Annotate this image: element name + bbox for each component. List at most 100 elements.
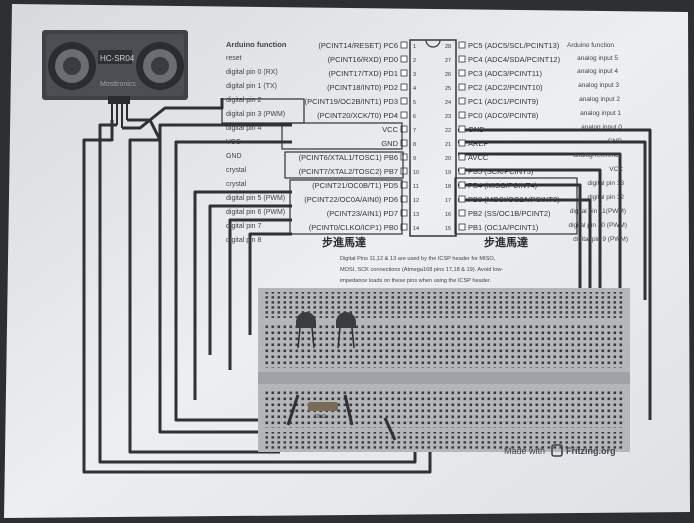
pin-group-boxes	[221, 98, 578, 235]
left-function: digital pin 7	[226, 223, 262, 230]
pin-number: 2	[413, 58, 416, 64]
right-pin: PB3 (MOSI/OC2A/PCINT3)	[468, 195, 560, 204]
resistor-label: 10kΩ	[314, 414, 326, 420]
right-function: digital pin 11(PWM)	[570, 208, 626, 215]
left-pin: (PCINT19/OC2B/INT1) PD3	[305, 97, 398, 106]
right-function: analog reference	[573, 152, 622, 159]
pin-number: 19	[445, 170, 451, 176]
pin-number: 9	[413, 156, 416, 162]
left-pin: (PCINT21/OC0B/T1) PD5	[312, 181, 398, 190]
pin-number: 15	[445, 226, 451, 232]
fritzing-logo-icon	[551, 444, 563, 457]
right-pin: PB2 (SS/OC1B/PCINT2)	[468, 209, 551, 218]
pin-number: 11	[413, 184, 419, 190]
right-function: analog input 5	[577, 55, 618, 62]
right-pin: PC2 (ADC2/PCINT10)	[468, 83, 543, 92]
left-pin: (PCINT22/OC0A/AIN0) PD6	[304, 195, 398, 204]
left-function: reset	[226, 55, 242, 62]
atmega-chip	[409, 39, 457, 237]
right-function: digital pin 12	[588, 194, 625, 201]
right-function: digital pin 9 (PWM)	[573, 236, 628, 243]
pin-number: 13	[413, 212, 419, 218]
left-function-column: Arduino function reset digital pin 0 (RX…	[226, 40, 287, 244]
pin-number: 4	[413, 86, 416, 92]
right-pin: PB4 (MISO/PCINT4)	[468, 181, 538, 190]
ultrasonic-sensor: HC-SR04 Mosttronics	[42, 30, 188, 128]
left-function: digital pin 0 (RX)	[226, 69, 278, 76]
left-function: GND	[226, 153, 242, 160]
pin-number: 12	[413, 198, 419, 204]
fritzing-footer: Made with Fritzing.org	[504, 444, 616, 457]
sensor-brand: Mosttronics	[100, 81, 136, 88]
right-function: digital pin 13	[588, 180, 625, 187]
right-pin: PB5 (SCK/PCINT5)	[468, 167, 534, 176]
stepper-label-right: 步進馬達	[484, 235, 528, 249]
left-function: digital pin 8	[226, 237, 262, 244]
pin-number: 16	[445, 212, 451, 218]
pin-number: 20	[445, 156, 451, 162]
right-pin: PB1 (OC1A/PCINT1)	[468, 223, 539, 232]
right-pin-column: PC5 (ADC5/SCL/PCINT13) PC4 (ADC4/SDA/PCI…	[468, 41, 561, 232]
fritzing-brand: Fritzing.org	[566, 446, 616, 456]
pin-number: 5	[413, 100, 416, 106]
left-pin: (PCINT18/INT0) PD2	[327, 83, 398, 92]
left-function: crystal	[226, 181, 247, 188]
right-pin: PC0 (ADC0/PCINT8)	[468, 111, 539, 120]
pin-number: 6	[413, 114, 416, 120]
right-pin: GND	[468, 125, 485, 134]
pin-number: 8	[413, 142, 416, 148]
right-pin: PC4 (ADC4/SDA/PCINT12)	[468, 55, 561, 64]
left-pin: (PCINT14/RESET) PC6	[318, 41, 398, 50]
note-line: impedance loads on these pins when using…	[340, 278, 491, 284]
right-function: analog input 1	[580, 110, 621, 117]
right-function: GND	[608, 138, 623, 145]
right-pin: AREF	[468, 139, 488, 148]
right-pin: PC5 (ADC5/SCL/PCINT13)	[468, 41, 560, 50]
pin-number: 14	[413, 226, 419, 232]
left-function: digital pin 4	[226, 125, 262, 132]
pin-number: 27	[445, 58, 451, 64]
pin-number: 18	[445, 184, 451, 190]
right-function: digital pin 10 (PWM)	[568, 222, 627, 229]
pin-number: 22	[445, 128, 451, 134]
note-line: Digital Pins 11,12 & 13 are used by the …	[340, 256, 496, 262]
pin-number: 3	[413, 72, 416, 78]
icsp-note: Digital Pins 11,12 & 13 are used by the …	[340, 256, 503, 284]
left-function: digital pin 6 (PWM)	[226, 209, 285, 216]
left-pin: (PCINT0/CLKO/ICP1) PB0	[309, 223, 398, 232]
left-function: crystal	[226, 167, 247, 174]
sensor-label: HC-SR04	[100, 54, 135, 63]
left-pin: (PCINT16/RXD) PD0	[328, 55, 398, 64]
left-pin: GND	[381, 139, 398, 148]
pin-number: 25	[445, 86, 451, 92]
right-function: analog input 3	[578, 82, 619, 89]
breadboard-components: 10kΩ	[286, 312, 397, 441]
pin-number: 17	[445, 198, 451, 204]
stepper-label-left: 步進馬達	[322, 235, 366, 249]
pin-number: 23	[445, 114, 451, 120]
chip-pin-stubs	[400, 41, 466, 231]
left-function: digital pin 3 (PWM)	[226, 111, 285, 118]
left-pin: (PCINT23/AIN1) PD7	[327, 209, 398, 218]
right-pin: AVCC	[468, 153, 489, 162]
right-pin: PC3 (ADC3/PCINT11)	[468, 69, 543, 78]
right-function: analog input 0	[581, 124, 622, 131]
left-pin: VCC	[382, 125, 398, 134]
right-function-column: Arduino function analog input 5 analog i…	[567, 42, 628, 243]
pin-number: 10	[413, 170, 419, 176]
right-function: analog input 2	[579, 96, 620, 103]
left-pin: (PCINT17/TXD) PD1	[328, 69, 398, 78]
note-line: MOSI, SCK connections (Atmega168 pins 17…	[340, 267, 503, 273]
pin-number: 1	[413, 44, 416, 50]
left-pin-column: (PCINT14/RESET) PC6 (PCINT16/RXD) PD0 (P…	[299, 41, 399, 232]
left-function: digital pin 5 (PWM)	[226, 195, 285, 202]
pin-number: 26	[445, 72, 451, 78]
pin-number: 7	[413, 128, 416, 134]
left-pin: (PCINT20/XCK/T0) PD4	[317, 111, 398, 120]
pin-number: 24	[445, 100, 451, 106]
pin-number: 21	[445, 142, 451, 148]
left-function: VCC	[226, 139, 241, 146]
made-with-label: Made with	[504, 446, 545, 456]
function-header-left: Arduino function	[226, 40, 287, 49]
